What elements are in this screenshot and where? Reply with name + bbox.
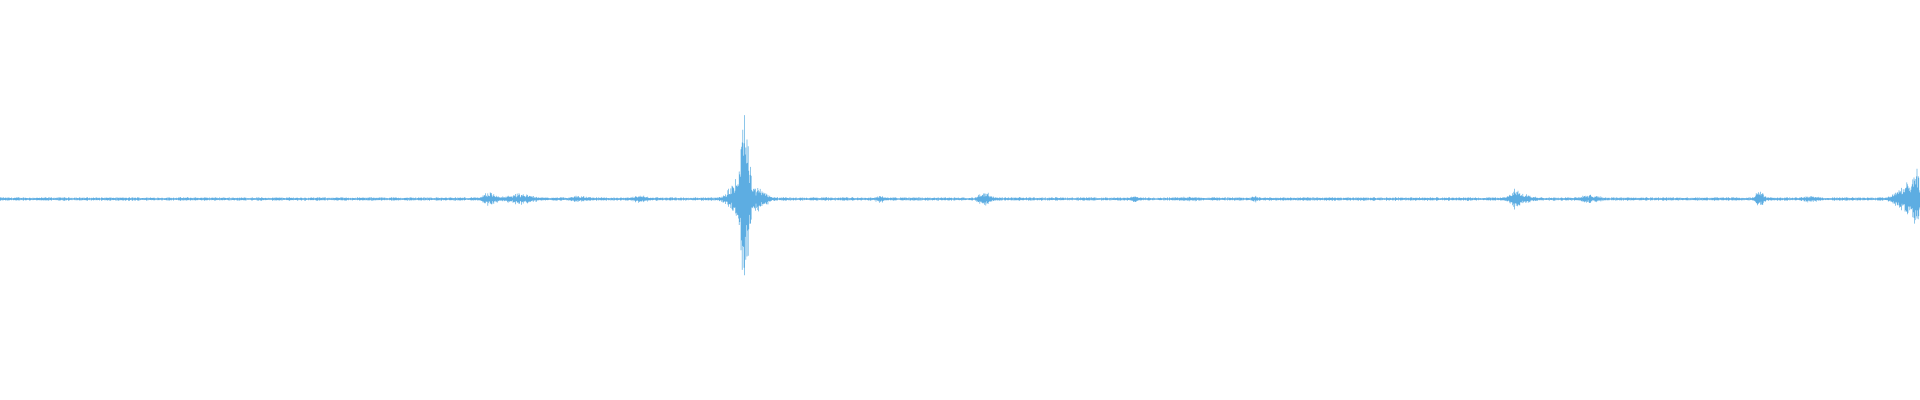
waveform-signal	[0, 115, 1920, 276]
